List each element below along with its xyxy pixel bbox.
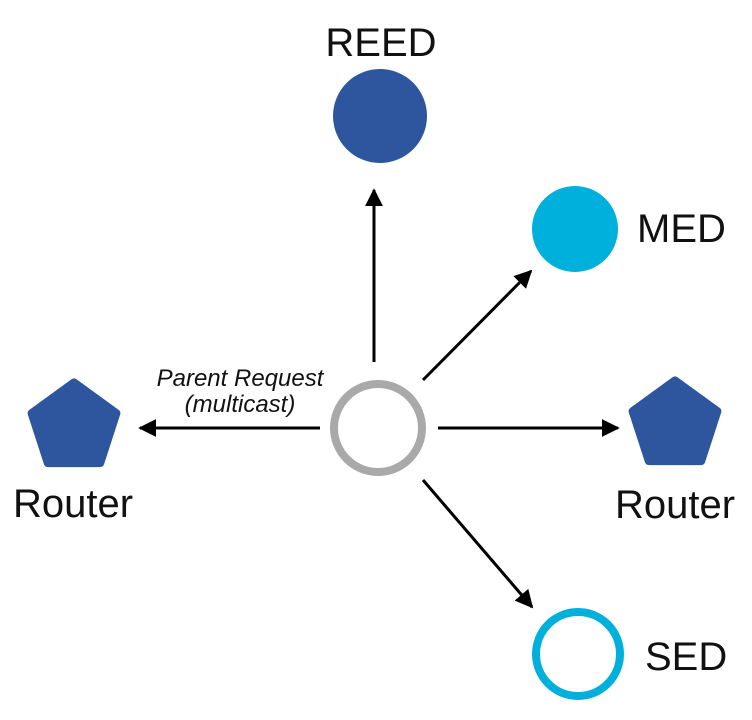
arrow-to-med-icon (421, 269, 533, 382)
left-router-pentagon (27, 378, 121, 468)
med-label: MED (637, 207, 726, 251)
sed-node-icon (532, 608, 624, 700)
parent-request-annotation-line2: (multicast) (185, 391, 296, 418)
right-router-pentagon (628, 376, 722, 466)
parent-request-arrows (138, 188, 620, 609)
sed-label: SED (645, 635, 727, 679)
center-node-icon (330, 380, 426, 476)
arrow-to-sed-icon (421, 479, 534, 609)
right-router-label: Router (615, 483, 735, 527)
right-router-node-icon (628, 376, 722, 466)
left-router-node-icon (27, 378, 121, 468)
left-router-label: Router (13, 482, 133, 526)
reed-label: REED (325, 21, 436, 65)
parent-request-annotation-line1: Parent Request (157, 365, 325, 392)
med-node-icon (532, 186, 618, 272)
reed-node-icon (333, 69, 427, 163)
